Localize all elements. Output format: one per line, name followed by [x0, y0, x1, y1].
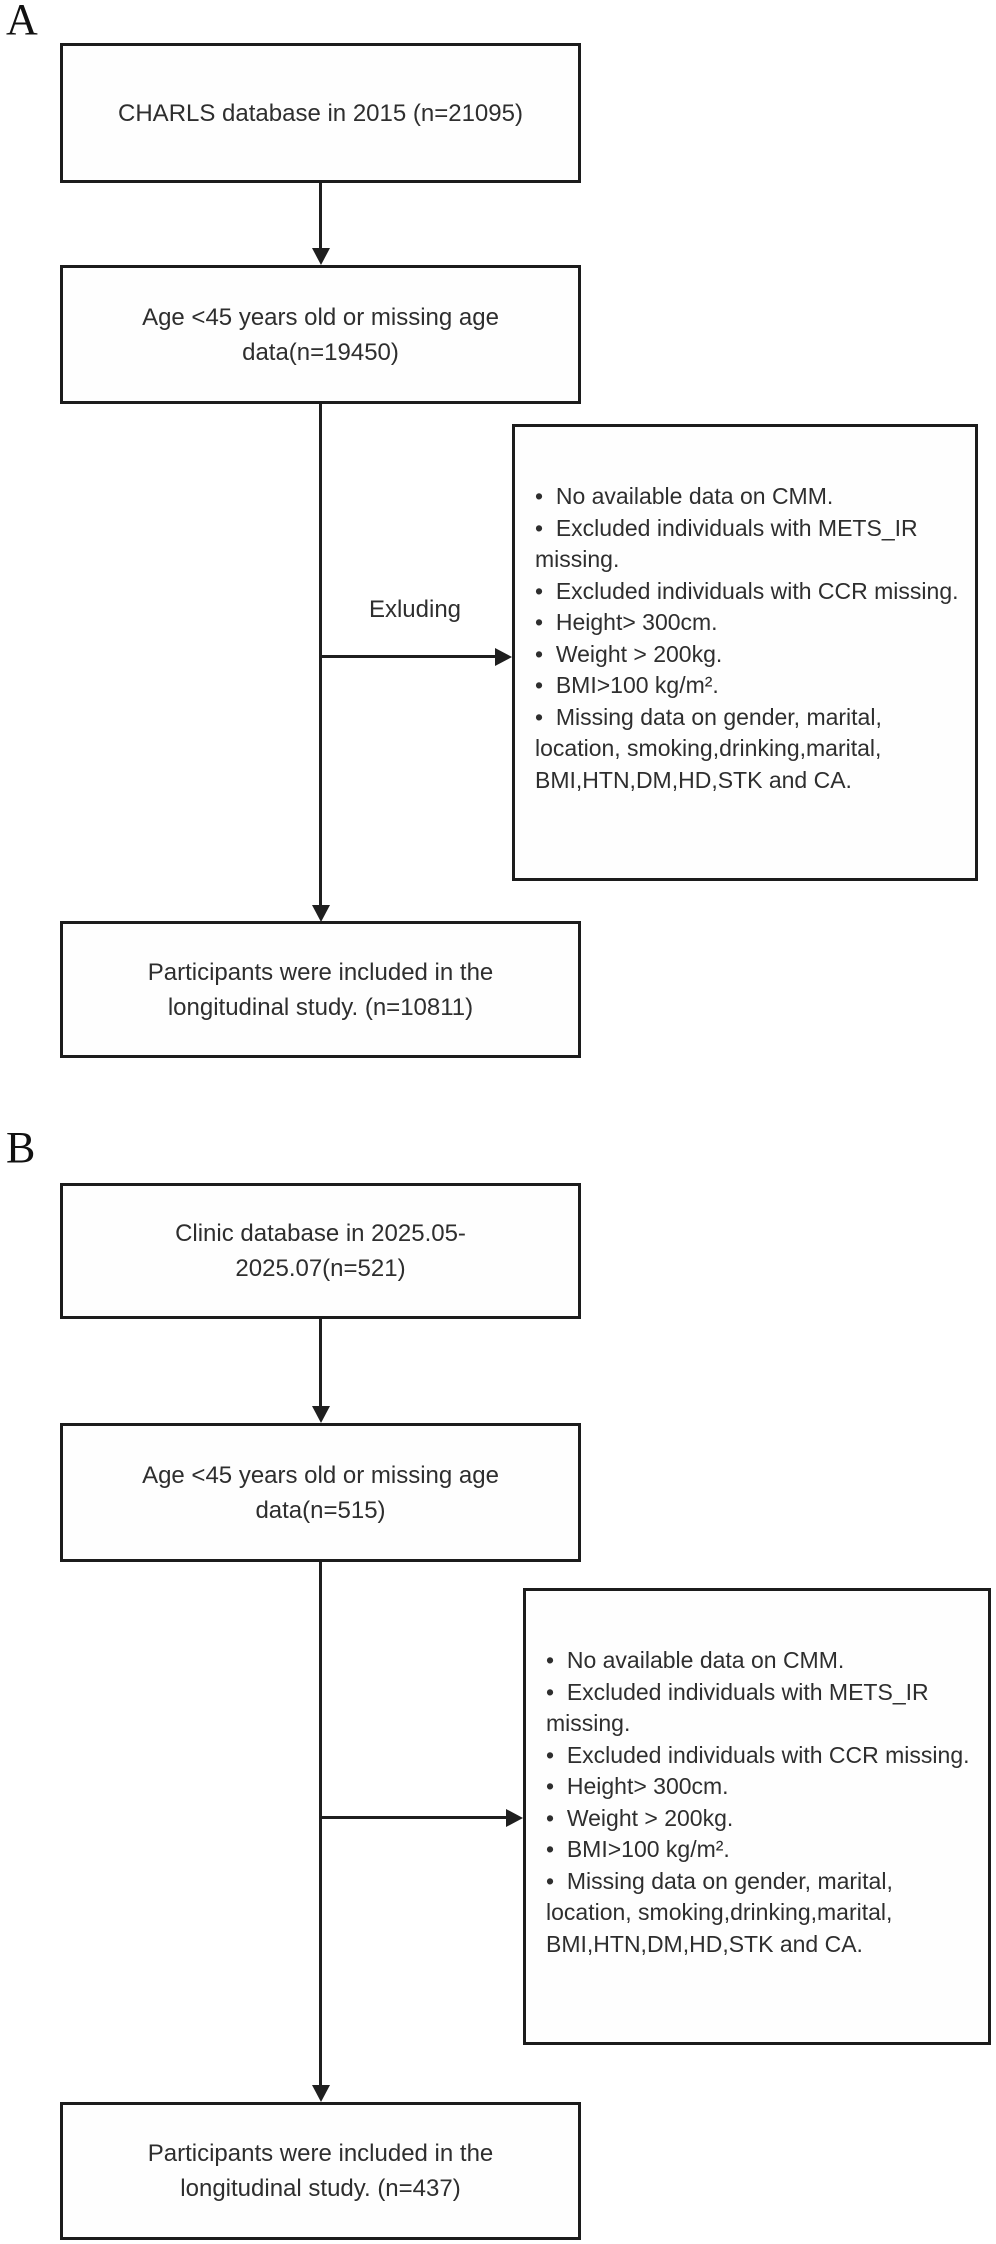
box-text: Participants were included in the — [147, 2140, 494, 2167]
box-included-participants-a: Participants were included in the longit… — [60, 921, 581, 1058]
box-text: data(n=19450) — [242, 338, 399, 366]
box-text: longitudinal study. (n=10811) — [167, 993, 474, 1021]
box-charls-database: CHARLS database in 2015 (n=21095) — [60, 43, 581, 183]
arrow-right-icon — [495, 648, 512, 666]
exclusion-item: Excluded individuals with METS_IR missin… — [535, 513, 963, 576]
box-included-participants-b: Participants were included in the longit… — [60, 2102, 581, 2240]
connector-a2-a3-line — [319, 404, 322, 906]
box-clinic-database: Clinic database in 2025.05- 2025.07(n=52… — [60, 1183, 581, 1319]
box-text: longitudinal study. (n=437) — [180, 2175, 461, 2202]
box-text: Age <45 years old or missing age — [142, 303, 499, 331]
excluding-edge-label: Exluding — [368, 596, 462, 623]
connector-excluding-line-b — [321, 1816, 508, 1819]
box-age-exclusion-b: Age <45 years old or missing age data(n=… — [60, 1423, 581, 1562]
exclusion-item: Height> 300cm. — [546, 1771, 976, 1803]
exclusion-item: Missing data on gender, marital, locatio… — [535, 702, 963, 797]
connector-excluding-line-a — [321, 655, 497, 658]
exclusion-criteria-box-a: No available data on CMM. Excluded indiv… — [512, 424, 978, 881]
arrow-down-icon — [312, 905, 330, 922]
exclusion-item: BMI>100 kg/m². — [546, 1834, 976, 1866]
arrow-down-icon — [312, 1406, 330, 1423]
panel-a-label: A — [6, 0, 38, 44]
exclusion-item: No available data on CMM. — [535, 481, 963, 513]
exclusion-item: Height> 300cm. — [535, 607, 963, 639]
exclusion-item: Weight > 200kg. — [535, 639, 963, 671]
exclusion-item: Excluded individuals with CCR missing. — [535, 576, 963, 608]
exclusion-criteria-box-b: No available data on CMM. Excluded indiv… — [523, 1588, 991, 2045]
exclusion-item: Missing data on gender, marital, locatio… — [546, 1866, 976, 1961]
connector-b1-b2-line — [319, 1319, 322, 1407]
connector-a1-a2-line — [319, 183, 322, 249]
box-age-exclusion-a: Age <45 years old or missing age data(n=… — [60, 265, 581, 404]
arrow-right-icon — [506, 1809, 523, 1827]
connector-b2-b3-line — [319, 1562, 322, 2086]
arrow-down-icon — [312, 2085, 330, 2102]
box-text: CHARLS database in 2015 (n=21095) — [118, 99, 523, 127]
arrow-down-icon — [312, 248, 330, 265]
box-text: Clinic database in 2025.05- — [175, 1220, 466, 1247]
box-text: 2025.07(n=521) — [235, 1255, 406, 1282]
exclusion-item: Excluded individuals with CCR missing. — [546, 1740, 976, 1772]
box-text: Participants were included in the — [147, 958, 494, 986]
box-text: data(n=515) — [255, 1496, 386, 1524]
exclusion-item: Weight > 200kg. — [546, 1803, 976, 1835]
exclusion-item: No available data on CMM. — [546, 1645, 976, 1677]
exclusion-item: Excluded individuals with METS_IR missin… — [546, 1677, 976, 1740]
exclusion-item: BMI>100 kg/m². — [535, 670, 963, 702]
box-text: Age <45 years old or missing age — [142, 1461, 499, 1489]
panel-b-label: B — [6, 1123, 36, 1172]
